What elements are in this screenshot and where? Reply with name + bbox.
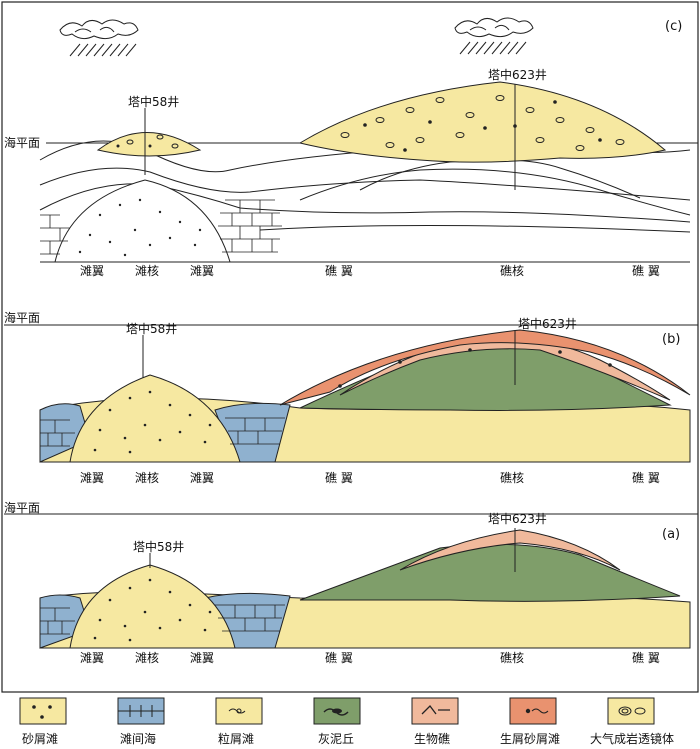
lens-grains: [126, 95, 625, 151]
cloud-rain-icon: [454, 17, 534, 55]
well-623-label: 塔中623井: [488, 511, 547, 526]
panel-b: 海平面 (b): [4, 310, 698, 485]
well-58-label: 塔中58井: [128, 94, 179, 109]
bioclast-dots: [338, 348, 612, 388]
sea-level-label: 海平面: [4, 135, 40, 150]
legend-item-sand-shoal: 砂屑滩: [19, 697, 67, 746]
shoal-core: [69, 374, 241, 463]
lens-right: [298, 81, 667, 163]
legend-item-mud-mound: 灰泥丘: [313, 697, 361, 746]
well-623-label: 塔中623井: [518, 316, 577, 331]
legend-item-meteoric-lens: 大气成岩透镜体: [590, 697, 674, 746]
zone-label: 礁 翼: [325, 470, 353, 485]
panel-tag: (b): [662, 332, 680, 347]
well-58-label: 塔中58井: [126, 321, 177, 336]
zone-label: 礁 翼: [325, 650, 353, 665]
legend: 砂屑滩 滩间海 粒屑滩 灰泥丘 生物礁: [19, 697, 674, 746]
sea-level-label: 海平面: [4, 310, 40, 325]
lens-left: [96, 132, 202, 157]
legend-label: 砂屑滩: [22, 732, 58, 746]
zone-label: 礁核: [500, 263, 524, 278]
legend-label: 生屑砂屑滩: [500, 732, 560, 746]
panel-tag: (c): [665, 19, 682, 34]
zone-label: 滩翼: [190, 651, 214, 665]
zone-label: 礁核: [500, 650, 524, 665]
zone-label: 滩核: [135, 471, 159, 485]
legend-label: 粒屑滩: [218, 731, 254, 746]
reef: [399, 529, 621, 571]
legend-item-inter-shoal: 滩间海: [117, 697, 165, 746]
panel-c: (c) 海平面: [4, 17, 698, 278]
zone-label: 礁 翼: [632, 470, 660, 485]
zone-label: 滩翼: [80, 264, 104, 278]
cloud-rain-icon: [59, 19, 139, 57]
zone-label: 礁 翼: [632, 263, 660, 278]
well-58-label: 塔中58井: [133, 539, 184, 554]
zone-label: 滩翼: [80, 471, 104, 485]
brick-pattern: [40, 199, 282, 255]
zone-label: 礁核: [500, 470, 524, 485]
dots-pattern: [93, 390, 212, 454]
panel-a: 海平面 (a) 塔中58井 塔中623井 滩翼 滩核 滩翼 礁 翼: [4, 500, 698, 665]
figure-frame: [1, 1, 699, 693]
dots-pattern: [93, 578, 212, 642]
shoal-core: [69, 564, 236, 649]
panel-tag: (a): [662, 527, 680, 542]
legend-label: 大气成岩透镜体: [590, 731, 674, 746]
legend-label: 生物礁: [414, 731, 450, 746]
legend-item-reef: 生物礁: [411, 697, 459, 746]
zone-label: 礁 翼: [632, 650, 660, 665]
zone-label: 滩核: [135, 264, 159, 278]
mud-mound: [299, 543, 681, 602]
brick-pattern: [40, 417, 285, 447]
legend-item-bioclastic-shoal: 生屑砂屑滩: [500, 697, 560, 746]
legend-label: 滩间海: [120, 731, 156, 746]
well-623-label: 塔中623井: [488, 67, 547, 82]
legend-label: 灰泥丘: [318, 732, 354, 746]
zone-label: 滩翼: [190, 471, 214, 485]
zone-label: 滩翼: [190, 264, 214, 278]
sea-level-label: 海平面: [4, 500, 40, 515]
zone-label: 滩核: [135, 651, 159, 665]
zone-label: 礁 翼: [325, 263, 353, 278]
brick-pattern: [40, 604, 285, 635]
zone-label: 滩翼: [80, 651, 104, 665]
bioclastic-cap: [279, 329, 691, 406]
dots-pattern: [78, 198, 202, 257]
lens-dots: [116, 100, 602, 152]
shoal-core: [54, 179, 231, 263]
legend-item-grain-shoal: 粒屑滩: [215, 697, 263, 746]
